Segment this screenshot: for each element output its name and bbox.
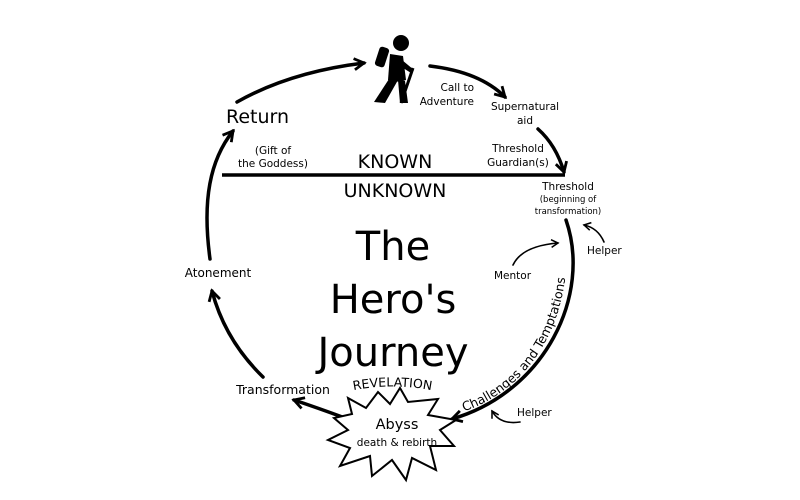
transformation-label: Transformation	[235, 382, 330, 397]
threshold-note-1: (beginning of	[540, 195, 598, 205]
guardians-label-1: Threshold	[491, 143, 544, 155]
known-label: KNOWN	[358, 151, 433, 173]
call-label-2: Adventure	[420, 96, 474, 108]
revelation-label: REVELATION	[352, 374, 434, 393]
title-line-1: The	[355, 224, 430, 270]
abyss-starburst	[325, 386, 459, 483]
challenges-text: Challenges and Temptations	[460, 276, 568, 414]
arrow-helper-top	[582, 221, 605, 243]
guardians-label-2: Guardian(s)	[487, 157, 549, 169]
arrow-return-to-hero	[235, 57, 367, 104]
gift-label-1: (Gift of	[255, 145, 292, 157]
arrow-mentor	[512, 239, 560, 266]
arrow-transformation-to-atonement	[207, 288, 265, 379]
gift-label-2: the Goddess)	[238, 158, 308, 170]
call-label-1: Call to	[441, 82, 474, 94]
arrow-helper-bottom	[491, 409, 521, 424]
mentor-label: Mentor	[494, 270, 532, 282]
threshold-label: Threshold	[541, 181, 594, 193]
arrow-threshold-to-abyss	[449, 218, 575, 423]
atonement-label: Atonement	[185, 266, 252, 280]
unknown-label: UNKNOWN	[344, 180, 447, 202]
supernatural-label-1: Supernatural	[491, 101, 559, 113]
abyss-note: death & rebirth	[357, 437, 437, 449]
helper-top-label: Helper	[587, 245, 622, 257]
arrow-call-to-aid	[428, 64, 507, 99]
title-line-2: Hero's	[330, 277, 457, 323]
supernatural-label-2: aid	[517, 115, 533, 127]
arrow-aid-to-threshold	[536, 127, 568, 175]
challenges-label: Challenges and Temptations	[460, 276, 568, 414]
title-line-3: Journey	[315, 330, 469, 376]
diagram-title: The Hero's Journey	[315, 224, 469, 376]
helper-bottom-label: Helper	[517, 407, 552, 419]
arrow-atonement-to-return	[205, 128, 235, 261]
hiker-icon	[374, 35, 415, 104]
abyss-label: Abyss	[376, 417, 419, 433]
return-label: Return	[226, 106, 289, 128]
arrow-abyss-to-transformation	[291, 396, 347, 420]
revelation-text: REVELATION	[352, 374, 434, 393]
threshold-note-2: transformation)	[535, 207, 601, 217]
